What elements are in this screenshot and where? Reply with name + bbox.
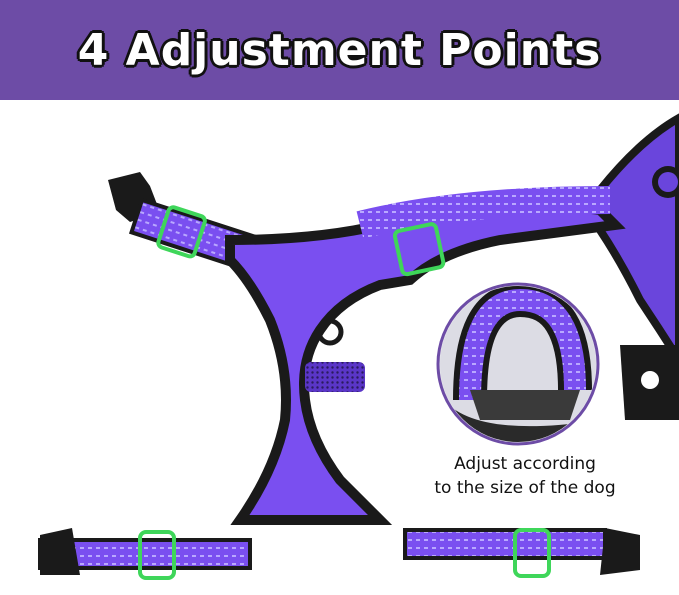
d-ring-icon <box>316 318 344 346</box>
caption-line-1: Adjust according <box>454 454 596 474</box>
adjustment-point-highlight <box>392 222 446 277</box>
side-release-buckle-icon <box>40 528 80 575</box>
caption-line-2: to the size of the dog <box>434 478 616 498</box>
mesh-pocket <box>305 362 365 392</box>
title-banner: 4 Adjustment Points <box>0 0 679 100</box>
front-harness <box>225 186 626 525</box>
bottom-strap <box>38 528 640 580</box>
adjustment-point-highlight <box>156 205 207 259</box>
adjustment-caption: Adjust according to the size of the dog <box>405 452 645 500</box>
harness-illustration <box>38 113 679 580</box>
banner-title: 4 Adjustment Points <box>77 24 602 77</box>
adjustment-point-highlight <box>513 528 551 578</box>
adjustment-point-highlight <box>138 530 176 580</box>
back-harness <box>596 113 679 420</box>
detail-inset <box>436 282 600 446</box>
side-release-buckle-icon <box>600 528 640 575</box>
